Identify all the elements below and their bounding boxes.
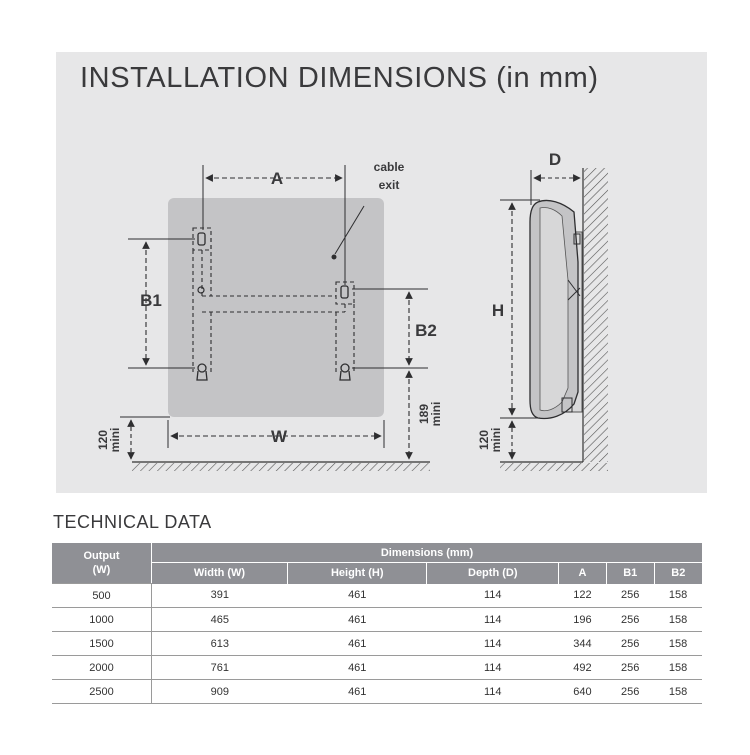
keyhole-left-icon: [196, 363, 208, 381]
small-hole-icon: [197, 286, 205, 294]
cell-depth: 114: [426, 679, 559, 704]
table-row: 1000 465 461 114 196 256 158: [52, 607, 702, 632]
cell-b1: 256: [606, 583, 655, 608]
technical-data-table: Output (W) Dimensions (mm) Width (W) Hei…: [52, 543, 702, 704]
col-header-b1: B1: [605, 562, 655, 584]
cell-b2: 158: [654, 607, 702, 632]
cell-b1: 256: [606, 655, 655, 680]
cell-a: 344: [558, 631, 607, 656]
cell-b2: 158: [654, 655, 702, 680]
cell-b1: 256: [606, 607, 655, 632]
output-header-line1: Output: [83, 550, 120, 562]
label-w: W: [271, 427, 288, 446]
cell-height: 461: [287, 583, 427, 608]
label-120-front: 120: [96, 430, 110, 450]
col-header-a: A: [558, 562, 607, 584]
cell-height: 461: [287, 607, 427, 632]
col-header-depth: Depth (D): [426, 562, 559, 584]
label-a: A: [271, 169, 283, 188]
cell-b1: 256: [606, 631, 655, 656]
cell-b2: 158: [654, 583, 702, 608]
side-view: D H 120 mini: [477, 150, 608, 471]
technical-data-title: TECHNICAL DATA: [53, 512, 212, 532]
cell-b2: 158: [654, 631, 702, 656]
dimensions-header: Dimensions (mm): [151, 543, 702, 564]
cell-output: 500: [52, 583, 152, 608]
cell-height: 461: [287, 655, 427, 680]
label-189-mini: mini: [429, 402, 443, 427]
table-row: 1500 613 461 114 344 256 158: [52, 631, 702, 656]
label-189: 189: [417, 404, 431, 424]
cell-output: 1500: [52, 631, 152, 656]
label-b2: B2: [415, 321, 437, 340]
cell-depth: 114: [426, 655, 559, 680]
cell-depth: 114: [426, 583, 559, 608]
cell-width: 909: [151, 679, 288, 704]
cell-output: 2000: [52, 655, 152, 680]
floor-hatch: [132, 463, 430, 471]
output-header-line2: (W): [92, 564, 111, 576]
label-cable-line2: exit: [379, 178, 400, 192]
keyhole-right-icon: [339, 363, 351, 381]
cell-depth: 114: [426, 607, 559, 632]
cell-output: 1000: [52, 607, 152, 632]
col-header-b2: B2: [653, 562, 702, 584]
cell-b2: 158: [654, 679, 702, 704]
cell-b1: 256: [606, 679, 655, 704]
cell-a: 196: [558, 607, 607, 632]
label-d: D: [549, 150, 561, 169]
front-view: A B1 B2 W cable exit 120 mini 189 mini: [96, 160, 443, 471]
table-row: 2000 761 461 114 492 256 158: [52, 655, 702, 680]
cell-output: 2500: [52, 679, 152, 704]
heater-front: [168, 198, 384, 417]
cell-width: 761: [151, 655, 288, 680]
wall-hatch: [584, 168, 608, 462]
label-cable-line1: cable: [374, 160, 405, 174]
label-b1: B1: [140, 291, 162, 310]
cell-width: 465: [151, 607, 288, 632]
cell-width: 391: [151, 583, 288, 608]
cell-height: 461: [287, 679, 427, 704]
output-header: Output (W): [52, 543, 152, 584]
cell-a: 122: [558, 583, 607, 608]
installation-title: INSTALLATION DIMENSIONS (in mm): [80, 62, 599, 94]
table-row: 2500 909 461 114 640 256 158: [52, 679, 702, 704]
cell-width: 613: [151, 631, 288, 656]
label-120-front-mini: mini: [108, 428, 122, 453]
label-h: H: [492, 301, 504, 320]
col-header-height: Height (H): [287, 562, 427, 584]
label-120-side: 120: [477, 430, 491, 450]
label-120-side-mini: mini: [489, 428, 503, 453]
table-row: 500 391 461 114 122 256 158: [52, 583, 702, 608]
cell-height: 461: [287, 631, 427, 656]
cell-depth: 114: [426, 631, 559, 656]
cable-exit-icon: [331, 254, 337, 260]
col-header-width: Width (W): [151, 562, 288, 584]
cell-a: 492: [558, 655, 607, 680]
cell-a: 640: [558, 679, 607, 704]
